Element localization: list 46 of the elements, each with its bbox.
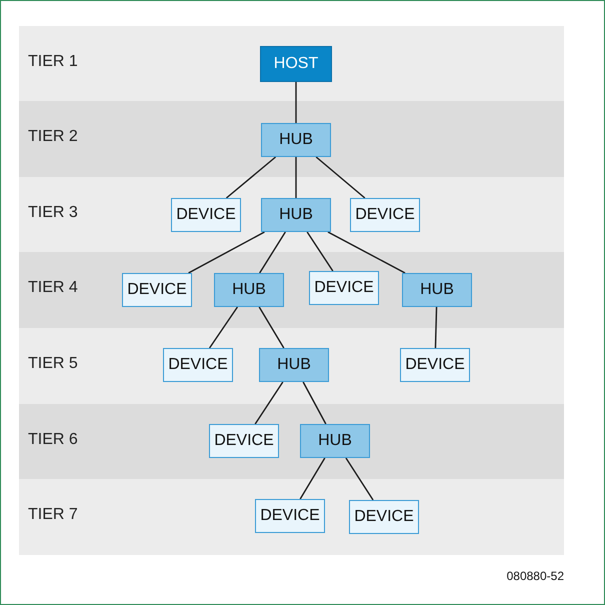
tier-label: TIER 3 xyxy=(28,202,78,222)
figure-number: 080880-52 xyxy=(506,569,564,583)
connector-line xyxy=(302,382,326,424)
tier-band xyxy=(19,328,564,404)
hub-box: HUB xyxy=(300,424,370,458)
tier-band xyxy=(19,26,564,101)
tier-band xyxy=(19,101,564,177)
connector-line xyxy=(306,232,334,272)
tier-label: TIER 1 xyxy=(28,52,78,72)
device-box: DEVICE xyxy=(122,273,192,307)
host-box: HOST xyxy=(260,46,332,82)
hub-box: HUB xyxy=(402,273,472,307)
device-box: DEVICE xyxy=(163,348,233,382)
connector-line xyxy=(328,231,406,274)
device-box: DEVICE xyxy=(350,198,420,232)
connector-line xyxy=(316,156,366,199)
tier-band xyxy=(19,177,564,252)
device-box: DEVICE xyxy=(400,348,470,382)
connector-line xyxy=(434,306,438,348)
device-box: DEVICE xyxy=(349,500,419,534)
connector-line xyxy=(254,382,284,424)
connector-line xyxy=(300,458,326,500)
hub-box: HUB xyxy=(214,273,284,307)
connector-line xyxy=(345,458,374,500)
connector-line xyxy=(208,306,238,348)
tier-label: TIER 7 xyxy=(28,505,78,525)
connector-line xyxy=(188,231,265,274)
connector-line xyxy=(226,156,276,199)
connector-line xyxy=(295,82,297,123)
tier-label: TIER 6 xyxy=(28,430,78,450)
device-box: DEVICE xyxy=(171,198,241,232)
tier-label: TIER 5 xyxy=(28,354,78,374)
hub-box: HUB xyxy=(261,198,331,232)
tier-band xyxy=(19,479,564,555)
tier-label: TIER 2 xyxy=(28,127,78,147)
device-box: DEVICE xyxy=(255,499,325,533)
connector-line xyxy=(258,306,284,348)
tier-label: TIER 4 xyxy=(28,278,78,298)
hub-box: HUB xyxy=(261,123,331,157)
tier-band xyxy=(19,404,564,479)
device-box: DEVICE xyxy=(209,424,279,458)
tier-band xyxy=(19,252,564,328)
connector-line xyxy=(259,232,286,274)
connector-line xyxy=(295,157,297,198)
device-box: DEVICE xyxy=(309,271,379,305)
hub-box: HUB xyxy=(259,348,329,382)
